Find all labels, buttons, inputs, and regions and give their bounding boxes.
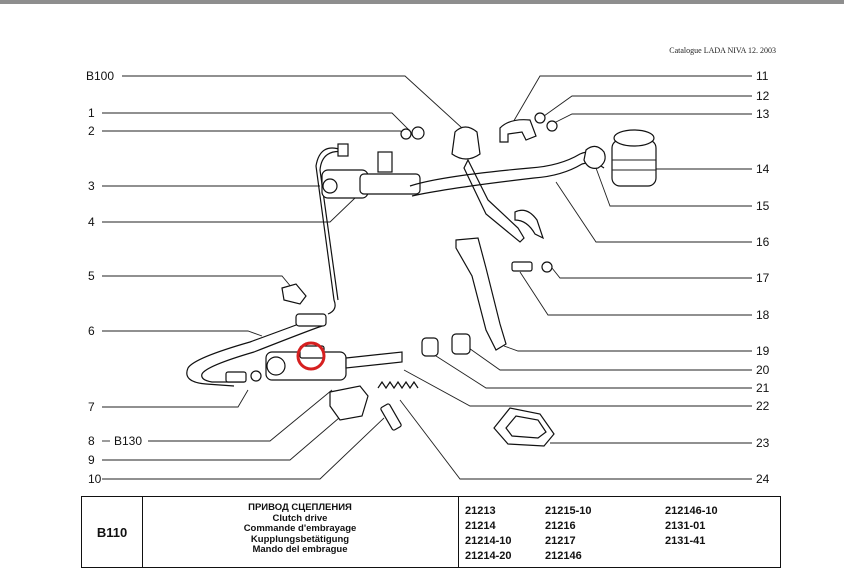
model-code: 212146-10: [665, 505, 718, 517]
callout-13: 13: [756, 107, 770, 121]
leader-15: [595, 167, 752, 207]
model-code: 212146: [545, 550, 582, 562]
model-code: 2131-01: [665, 520, 706, 532]
leader-20: [465, 345, 752, 371]
leader-24: [399, 399, 752, 480]
callout-b130: B130: [114, 434, 142, 448]
fork-bolt: [511, 261, 553, 273]
slave-pushrod: [345, 351, 403, 369]
leader-lines-right: [399, 75, 752, 480]
catalogue-header: Catalogue LADA NIVA 12. 2003: [669, 46, 776, 55]
leader-7: [102, 389, 249, 408]
callout-20: 20: [756, 363, 770, 377]
leader-lines-left: [102, 75, 463, 480]
callout-22: 22: [756, 399, 770, 413]
bracket-bolt: [380, 403, 402, 431]
title-ru: ПРИВОД СЦЕПЛЕНИЯ: [248, 502, 352, 513]
leader-16: [555, 181, 752, 243]
callout-19: 19: [756, 344, 770, 358]
model-code: 21217: [545, 535, 576, 547]
leader-6: [102, 330, 263, 337]
callout-14: 14: [756, 162, 770, 176]
leader-1: [102, 112, 411, 132]
callout-12: 12: [756, 89, 770, 103]
leader-17: [551, 267, 752, 279]
hose-clamp: [583, 145, 606, 169]
bushing-21: [421, 337, 439, 357]
title-fr: Commande d'embrayage: [243, 523, 357, 534]
model-list: 21213 21214 21214-10 21214-20 21215-10 2…: [459, 497, 780, 567]
leader-b130: [148, 389, 333, 442]
hose-end-fitting: [295, 313, 327, 327]
callout-16: 16: [756, 235, 770, 249]
model-code: 21214-20: [465, 550, 512, 562]
callout-1: 1: [88, 106, 95, 120]
leader-12: [543, 95, 752, 117]
bushing-20: [451, 333, 471, 355]
model-code: 21214: [465, 520, 496, 532]
callout-11: 11: [756, 69, 769, 83]
return-spring: [377, 380, 419, 390]
fork-boot: [493, 407, 555, 447]
pipe-fitting: [337, 126, 425, 157]
callout-6: 6: [88, 324, 95, 338]
model-column-3: 212146-10 2131-01 2131-41: [665, 504, 718, 549]
model-code: 21213: [465, 505, 496, 517]
leader-18: [519, 271, 752, 316]
pedal-bracket-assembly: [451, 126, 545, 243]
leader-11: [511, 75, 752, 125]
bleeder-fitting: [225, 370, 262, 383]
callout-8: 8: [88, 434, 95, 448]
model-code: 2131-41: [665, 535, 706, 547]
callout-2: 2: [88, 124, 95, 138]
hose-bracket-clip: [281, 283, 307, 305]
clutch-pipe: [315, 147, 343, 315]
title-en: Clutch drive: [272, 512, 328, 524]
leader-21: [435, 355, 752, 389]
model-code: 21215-10: [545, 505, 592, 517]
leader-4: [102, 197, 356, 223]
clutch-fork: [455, 237, 507, 351]
title-de: Kupplungsbetätigung: [250, 533, 350, 545]
callout-9: 9: [88, 453, 95, 467]
model-code: 21216: [545, 520, 576, 532]
highlight-circle: [296, 341, 326, 371]
parts-table: B110 ПРИВОД СЦЕПЛЕНИЯ Clutch drive Comma…: [81, 496, 781, 568]
model-column-1: 21213 21214 21214-10 21214-20: [465, 504, 512, 564]
callout-24: 24: [756, 472, 770, 486]
callout-15: 15: [756, 199, 770, 213]
leader-9: [102, 411, 347, 461]
top-border-bar: [0, 0, 844, 4]
leader-5: [102, 275, 293, 289]
callout-17: 17: [756, 271, 770, 285]
leader-13: [551, 113, 752, 125]
leader-b100: [122, 75, 463, 129]
callout-4: 4: [88, 215, 95, 229]
clutch-drive-diagram: B100 1 2 3 4 5 6 7 8 B130 9 10 11 12 13 …: [86, 69, 770, 486]
leader-2: [102, 130, 411, 134]
section-code: B110: [82, 497, 143, 567]
callout-3: 3: [88, 179, 95, 193]
leader-10: [102, 417, 385, 480]
model-code: 21214-10: [465, 535, 512, 547]
callout-10: 10: [88, 472, 102, 486]
callout-b100: B100: [86, 69, 114, 83]
cylinder-bracket: [329, 385, 369, 421]
callout-18: 18: [756, 308, 770, 322]
flexible-hose-inner: [201, 325, 323, 383]
slave-cylinder: [265, 345, 347, 381]
callout-21: 21: [756, 381, 770, 395]
title-es: Mando del embrague: [252, 544, 348, 555]
leader-22: [403, 369, 752, 407]
callout-7: 7: [88, 400, 95, 414]
callout-23: 23: [756, 436, 770, 450]
hose-bracket: [499, 112, 558, 143]
section-title: ПРИВОД СЦЕПЛЕНИЯ Clutch drive Commande d…: [142, 497, 459, 567]
master-cylinder: [321, 151, 421, 199]
fluid-reservoir: [611, 129, 657, 187]
model-column-2: 21215-10 21216 21217 212146: [545, 504, 592, 564]
leader-19: [503, 345, 752, 352]
callout-5: 5: [88, 269, 95, 283]
fork-boot-inner: [505, 415, 547, 439]
